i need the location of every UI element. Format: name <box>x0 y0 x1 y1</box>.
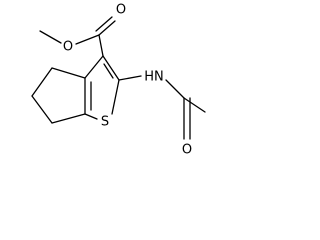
bond-carbonyl-ester-o <box>75 34 100 45</box>
atom-ester-oxygen: O <box>63 40 73 55</box>
thiophene-ring <box>84 55 120 120</box>
bond-c3-c2-inner <box>103 63 114 79</box>
ester-group <box>39 16 116 57</box>
bond-n-carbonyl <box>165 79 185 99</box>
bond-c3-c3a <box>84 55 104 79</box>
bond-c5-c6 <box>31 95 53 124</box>
atom-amide-oxygen: O <box>182 143 192 158</box>
cyclopentane-ring <box>31 67 86 124</box>
bond-c3-carbonyl <box>98 34 104 57</box>
bond-c4-c5 <box>31 67 53 97</box>
bond-s-c6a <box>84 113 98 120</box>
bond-c3a-c4 <box>51 67 86 79</box>
bond-c3-c2-outer <box>102 55 120 81</box>
bond-ester-o-methyl <box>39 30 62 44</box>
atom-sulfur: S <box>101 115 109 130</box>
bond-carbonyl-o-double-b <box>95 16 113 32</box>
bond-amide-carbonyl-methyl <box>183 97 206 113</box>
atom-amide-nitrogen: HN <box>144 70 164 85</box>
bond-c6-c6a <box>51 113 86 124</box>
chemical-structure-diagram: O O S HN O <box>31 3 206 158</box>
bond-carbonyl-o-double-a <box>98 20 116 36</box>
atom-carbonyl-oxygen: O <box>116 3 126 18</box>
bond-c2-n <box>118 75 142 81</box>
bond-c2-s <box>111 79 120 115</box>
acetamido-group <box>118 75 206 140</box>
